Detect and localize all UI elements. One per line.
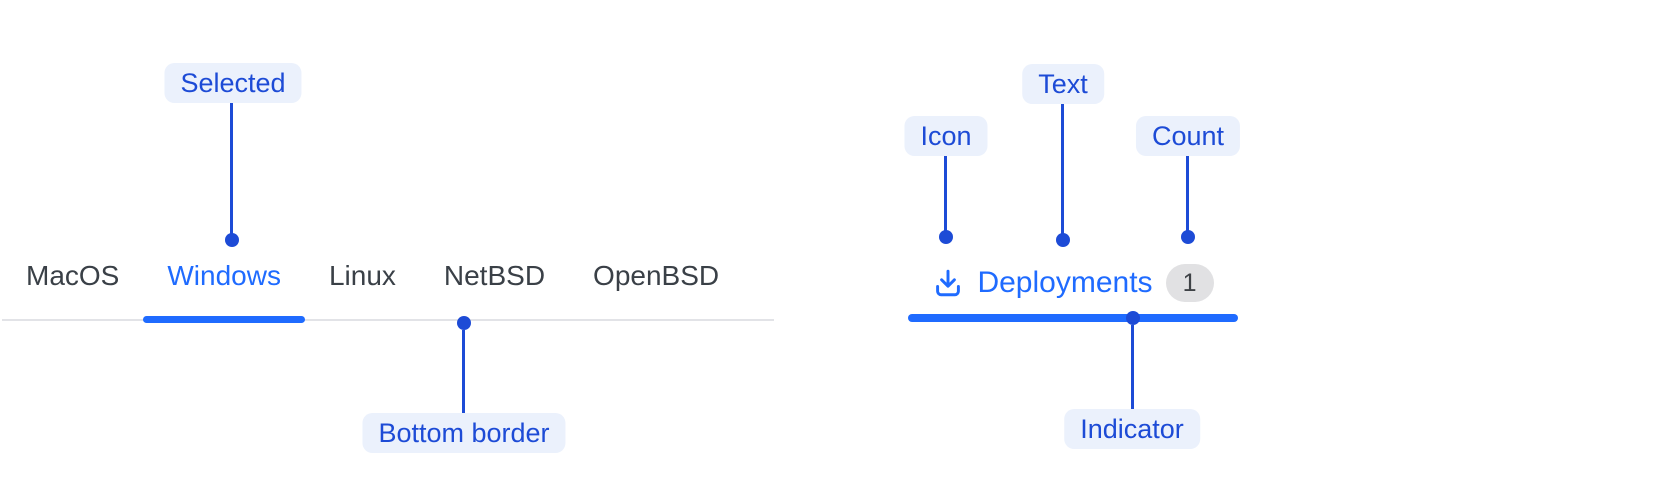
os-tab-bar: MacOS Windows Linux NetBSD OpenBSD bbox=[2, 259, 774, 323]
active-tab-bottom-border bbox=[143, 316, 305, 323]
callout-text-label: Text bbox=[1022, 64, 1104, 104]
tab-label: MacOS bbox=[26, 260, 120, 291]
tab-linux[interactable]: Linux bbox=[305, 259, 420, 319]
tab-label: Linux bbox=[328, 260, 396, 291]
callout-dot bbox=[1056, 233, 1070, 247]
callout-dot bbox=[1181, 230, 1195, 244]
tab-label: OpenBSD bbox=[593, 260, 720, 291]
active-tab-indicator bbox=[908, 314, 1238, 322]
tab-label: NetBSD bbox=[443, 260, 546, 291]
callout-dot bbox=[225, 233, 239, 247]
tab-openbsd[interactable]: OpenBSD bbox=[569, 259, 743, 319]
callout-indicator-label: Indicator bbox=[1064, 409, 1200, 449]
callout-connector-line bbox=[1131, 325, 1134, 409]
tab-macos[interactable]: MacOS bbox=[2, 259, 143, 319]
callout-selected-label: Selected bbox=[164, 63, 302, 103]
download-icon bbox=[932, 267, 964, 299]
callout-connector-line bbox=[1186, 156, 1189, 237]
callout-icon-label: Icon bbox=[904, 116, 988, 156]
tab-label: Windows bbox=[167, 260, 281, 291]
deployments-tab[interactable]: Deployments 1 bbox=[908, 253, 1238, 322]
count-badge: 1 bbox=[1165, 264, 1214, 302]
deployments-tab-label: Deployments bbox=[977, 266, 1153, 299]
callout-bottom-border-label: Bottom border bbox=[362, 413, 566, 453]
callout-connector-line bbox=[230, 103, 233, 240]
callout-connector-line bbox=[1061, 104, 1064, 240]
callout-dot bbox=[939, 230, 953, 244]
tab-windows[interactable]: Windows bbox=[143, 259, 305, 323]
callout-dot bbox=[1126, 311, 1140, 325]
callout-dot bbox=[457, 316, 471, 330]
tab-netbsd[interactable]: NetBSD bbox=[420, 259, 569, 319]
callout-connector-line bbox=[944, 156, 947, 237]
callout-count-label: Count bbox=[1135, 116, 1241, 156]
callout-connector-line bbox=[462, 330, 465, 413]
